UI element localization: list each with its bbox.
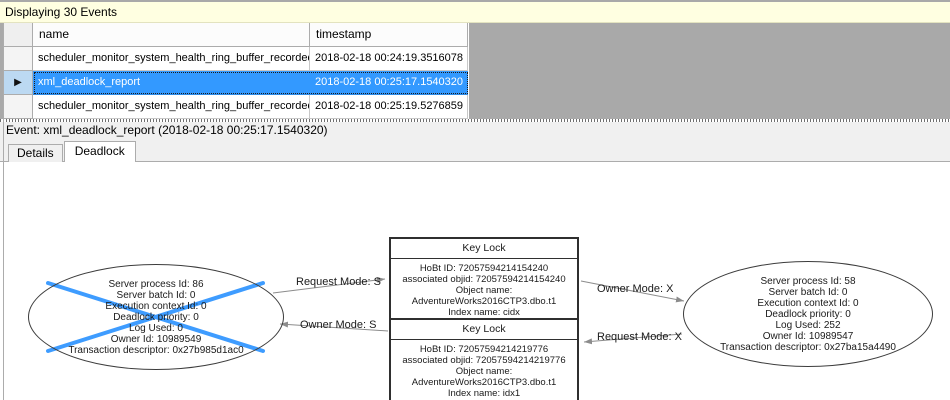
resource-node-keylock-2[interactable]: Key Lock HoBt ID: 72057594214219776 asso… — [389, 318, 579, 400]
process-line: Owner Id: 10989549 — [110, 333, 202, 345]
process-line: Server batch Id: 0 — [768, 286, 848, 298]
edge-label-owner-mode-s: Owner Mode: S — [300, 319, 377, 331]
table-row-selected[interactable]: ▶ xml_deadlock_report 2018-02-18 00:25:1… — [4, 71, 469, 95]
process-line: Owner Id: 10989547 — [762, 330, 854, 342]
grid-corner-cell[interactable] — [4, 23, 33, 47]
process-line: Execution context Id: 0 — [105, 300, 207, 312]
process-line: Server batch Id: 0 — [116, 289, 196, 301]
process-line: Log Used: 252 — [775, 319, 841, 331]
process-line: Transaction descriptor: 0x27b985d1ac0 — [68, 344, 244, 356]
edge-label-request-mode-x: Request Mode: X — [597, 331, 682, 343]
cell-name[interactable]: scheduler_monitor_system_health_ring_buf… — [33, 95, 310, 119]
column-header-timestamp[interactable]: timestamp — [310, 23, 468, 47]
event-title-label: Event: xml_deadlock_report (2018-02-18 0… — [6, 123, 328, 137]
lock-details: HoBt ID: 72057594214219776 associated ob… — [391, 340, 577, 400]
table-row[interactable]: scheduler_monitor_system_health_ring_buf… — [4, 95, 469, 119]
process-line: Server process Id: 58 — [760, 275, 856, 287]
lock-line: HoBt ID: 72057594214219776 — [419, 344, 549, 355]
events-count-label: Displaying 30 Events — [5, 5, 118, 19]
cell-name[interactable]: scheduler_monitor_system_health_ring_buf… — [33, 47, 310, 71]
current-row-indicator-icon: ▶ — [14, 76, 22, 88]
table-row[interactable]: scheduler_monitor_system_health_ring_buf… — [4, 47, 469, 71]
grid-splitter[interactable] — [0, 119, 950, 122]
panel-left-border — [3, 23, 4, 400]
deadlock-graph: Server process Id: 86 Server batch Id: 0… — [0, 162, 950, 400]
lock-line: HoBt ID: 72057594214154240 — [419, 263, 549, 274]
process-node[interactable]: Server process Id: 58 Server batch Id: 0… — [683, 261, 933, 367]
row-header-cell[interactable] — [4, 95, 33, 119]
events-count-bar: Displaying 30 Events — [0, 0, 950, 23]
lock-title: Key Lock — [391, 239, 577, 259]
events-grid: name timestamp scheduler_monitor_system_… — [4, 23, 469, 119]
process-node-victim[interactable]: Server process Id: 86 Server batch Id: 0… — [28, 264, 284, 370]
row-cells: scheduler_monitor_system_health_ring_buf… — [33, 47, 469, 71]
process-line: Deadlock priority: 0 — [113, 311, 199, 323]
row-header-cell[interactable] — [4, 47, 33, 71]
grid-header-row: name timestamp — [4, 23, 469, 47]
tab-deadlock[interactable]: Deadlock — [63, 141, 136, 162]
events-grid-area: name timestamp scheduler_monitor_system_… — [0, 23, 950, 119]
lock-line: associated objid: 72057594214154240 — [402, 274, 566, 285]
row-cells: scheduler_monitor_system_health_ring_buf… — [33, 95, 469, 119]
process-line: Log Used: 0 — [129, 322, 183, 334]
lock-line: Index name: cidx — [448, 307, 520, 318]
event-title-bar: Event: xml_deadlock_report (2018-02-18 0… — [0, 122, 950, 140]
lock-line: associated objid: 72057594214219776 — [402, 355, 566, 366]
cell-timestamp[interactable]: 2018-02-18 00:25:17.1540320 — [310, 71, 468, 95]
lock-title: Key Lock — [391, 320, 577, 340]
edge-label-request-mode-s: Request Mode: S — [296, 276, 381, 288]
process-line: Server process Id: 86 — [108, 278, 204, 290]
process-line: Execution context Id: 0 — [757, 297, 859, 309]
cell-timestamp[interactable]: 2018-02-18 00:24:19.3516078 — [310, 47, 468, 71]
edge-arrows — [272, 277, 685, 345]
edge-label-owner-mode-x: Owner Mode: X — [597, 283, 674, 295]
row-header-cell[interactable]: ▶ — [4, 71, 33, 95]
resource-node-keylock-1[interactable]: Key Lock HoBt ID: 72057594214154240 asso… — [389, 237, 579, 325]
process-line: Deadlock priority: 0 — [765, 308, 851, 320]
row-cells: xml_deadlock_report 2018-02-18 00:25:17.… — [33, 71, 469, 95]
tab-details[interactable]: Details — [8, 144, 63, 162]
lock-line: Index name: idx1 — [447, 388, 521, 399]
lock-details: HoBt ID: 72057594214154240 associated ob… — [391, 259, 577, 323]
cell-name[interactable]: xml_deadlock_report — [33, 71, 310, 95]
lock-line: Object name: AdventureWorks2016CTP3.dbo.… — [411, 285, 557, 307]
cell-timestamp[interactable]: 2018-02-18 00:25:19.5276859 — [310, 95, 468, 119]
lock-line: Object name: AdventureWorks2016CTP3.dbo.… — [411, 366, 557, 388]
column-header-name[interactable]: name — [33, 23, 310, 47]
process-line: Transaction descriptor: 0x27ba15a4490 — [720, 341, 896, 353]
